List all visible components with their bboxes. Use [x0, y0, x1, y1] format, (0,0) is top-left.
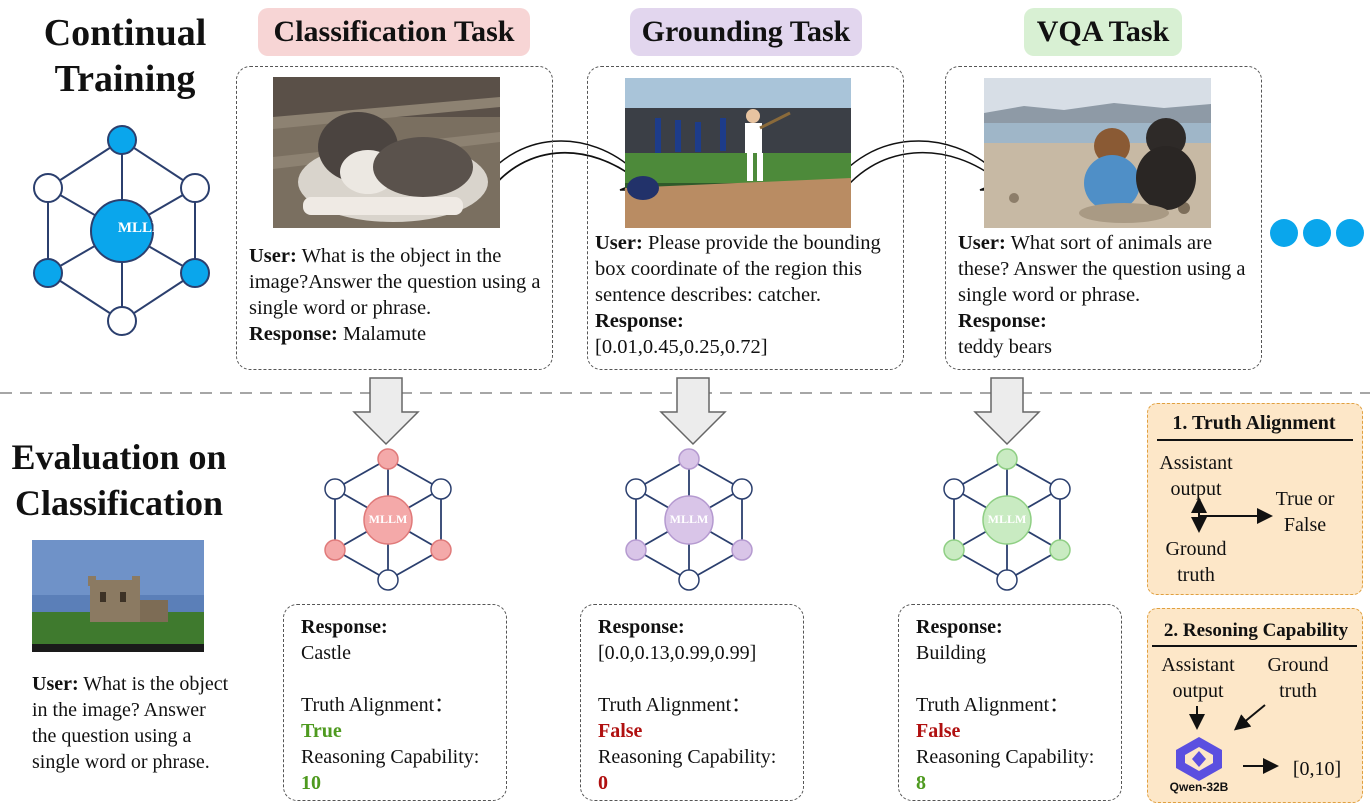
eval-title-line-2: Classification — [14, 483, 223, 523]
reasoning-label: Reasoning Capability: — [916, 746, 1095, 768]
user-question: What is the object in the image?Answer t… — [249, 245, 541, 319]
qwen-model-label: Qwen-32B — [1169, 780, 1229, 794]
truth-alignment-panel — [1147, 403, 1363, 595]
grounding-task-text: User: Please provide the bounding box co… — [595, 230, 900, 360]
castle-photo — [32, 540, 204, 652]
classification-task-box — [236, 66, 553, 370]
response-content-1: Response: Castle Truth Alignment： True R… — [301, 614, 511, 796]
response-box-1 — [283, 604, 507, 801]
response-prefix: Response: — [958, 310, 1047, 332]
title-line-2: Training — [54, 58, 196, 100]
truth-alignment-value: True — [301, 720, 342, 742]
baseball-image-icon — [625, 78, 851, 228]
response-value: Building — [916, 642, 987, 664]
user-prefix: User: — [958, 232, 1006, 254]
truth-alignment-value: False — [916, 720, 961, 742]
reasoning-value: 8 — [916, 772, 926, 794]
teddy-image-icon — [984, 78, 1211, 228]
evaluation-title: Evaluation on Classification — [0, 434, 238, 526]
down-arrow-3 — [973, 377, 1041, 446]
reasoning-label: Reasoning Capability: — [598, 746, 777, 768]
ellipsis-dot-3 — [1336, 219, 1364, 247]
mllm-label-main: MLLM — [117, 220, 167, 236]
ta-result: True or False — [1275, 488, 1335, 536]
response-value: [0.0,0.13,0.99,0.99] — [598, 642, 757, 664]
user-question: Please provide the bounding box coordina… — [595, 232, 881, 306]
down-arrow-2 — [659, 377, 727, 446]
response-text: teddy bears — [958, 336, 1052, 358]
truth-alignment-label: Truth Alignment： — [598, 694, 752, 716]
response-label: Response: — [598, 616, 685, 638]
ta-assistant-output: Assistant output — [1159, 452, 1233, 500]
reasoning-value: 10 — [301, 772, 321, 794]
reasoning-title: 2. Resoning Capability — [1163, 620, 1349, 641]
mllm-network-purple — [625, 448, 753, 591]
husky-photo — [273, 77, 500, 228]
vqa-task-box — [945, 66, 1262, 370]
user-prefix: User: — [249, 245, 297, 267]
rc-range: [0,10] — [1292, 758, 1342, 780]
mllm-network-green — [943, 448, 1071, 591]
truth-alignment-value: False — [598, 720, 643, 742]
down-arrow-1 — [352, 377, 420, 446]
truth-alignment-title: 1. Truth Alignment — [1172, 412, 1336, 434]
response-prefix: Response: — [595, 310, 684, 332]
user-question: What is the object in the image? Answer … — [32, 673, 229, 773]
classification-task-text: User: What is the object in the image?An… — [249, 243, 549, 347]
ta-ground-truth: Ground truth — [1165, 538, 1227, 586]
user-question: What sort of animals are these? Answer t… — [958, 232, 1246, 306]
grounding-task-label: Grounding Task — [630, 8, 862, 56]
qwen-logo-icon — [1176, 737, 1222, 781]
title-line-1: Continual — [43, 12, 207, 54]
response-content-2: Response: [0.0,0.13,0.99,0.99] Truth Ali… — [598, 614, 808, 796]
rc-assistant-output: Assistant output — [1161, 654, 1235, 702]
truth-alignment-underline — [1157, 439, 1353, 441]
grounding-task-box — [587, 66, 904, 370]
mllm-label-purple: MLLM — [669, 512, 709, 526]
vqa-task-label: VQA Task — [1024, 8, 1182, 56]
mllm-network-red — [324, 448, 452, 591]
response-prefix: Response: — [249, 323, 338, 345]
mllm-label-red: MLLM — [368, 512, 408, 526]
mllm-label-green: MLLM — [987, 512, 1027, 526]
classification-task-label: Classification Task — [258, 8, 530, 56]
response-label: Response: — [916, 616, 1003, 638]
reasoning-underline — [1152, 645, 1357, 647]
reasoning-value: 0 — [598, 772, 608, 794]
castle-image-icon — [32, 540, 204, 652]
response-box-2 — [580, 604, 804, 801]
eval-title-line-1: Evaluation on — [11, 437, 227, 477]
reasoning-label: Reasoning Capability: — [301, 746, 480, 768]
response-text: Malamute — [342, 323, 427, 345]
husky-image-icon — [273, 77, 500, 228]
ellipsis-dot-2 — [1303, 219, 1331, 247]
continual-training-title: Continual Training — [20, 10, 230, 102]
ellipsis-dot-1 — [1270, 219, 1298, 247]
response-value: Castle — [301, 642, 351, 664]
mllm-network-main — [33, 125, 210, 336]
baseball-photo — [625, 78, 851, 228]
truth-alignment-label: Truth Alignment： — [301, 694, 455, 716]
vqa-task-text: User: What sort of animals are these? An… — [958, 230, 1258, 360]
truth-alignment-label: Truth Alignment： — [916, 694, 1070, 716]
user-prefix: User: — [595, 232, 643, 254]
eval-query-text: User: What is the object in the image? A… — [32, 671, 232, 775]
user-prefix: User: — [32, 673, 79, 695]
response-label: Response: — [301, 616, 388, 638]
rc-ground-truth: Ground truth — [1267, 654, 1329, 702]
response-text: [0.01,0.45,0.25,0.72] — [595, 336, 768, 358]
response-content-3: Response: Building Truth Alignment： Fals… — [916, 614, 1126, 796]
teddy-bears-photo — [984, 78, 1211, 228]
response-box-3 — [898, 604, 1122, 801]
